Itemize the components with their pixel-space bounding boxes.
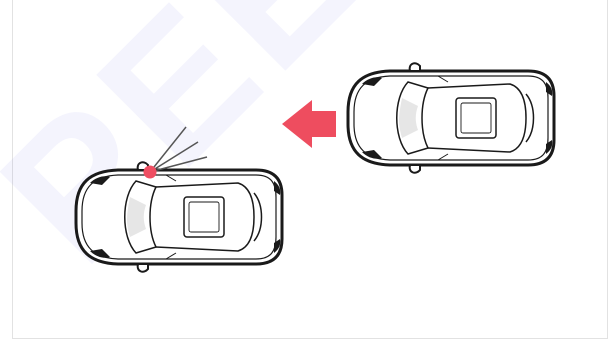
car-top-view-icon (76, 162, 282, 271)
sensor-sweep-line (150, 127, 186, 172)
arrow-left-icon (282, 100, 336, 148)
moving-car (348, 63, 554, 172)
parked-car (76, 162, 282, 271)
sensor-sweep-line (150, 142, 198, 172)
direction-arrow (282, 100, 336, 148)
car-top-view-icon (348, 63, 554, 172)
radar-sensor-icon (144, 166, 157, 179)
